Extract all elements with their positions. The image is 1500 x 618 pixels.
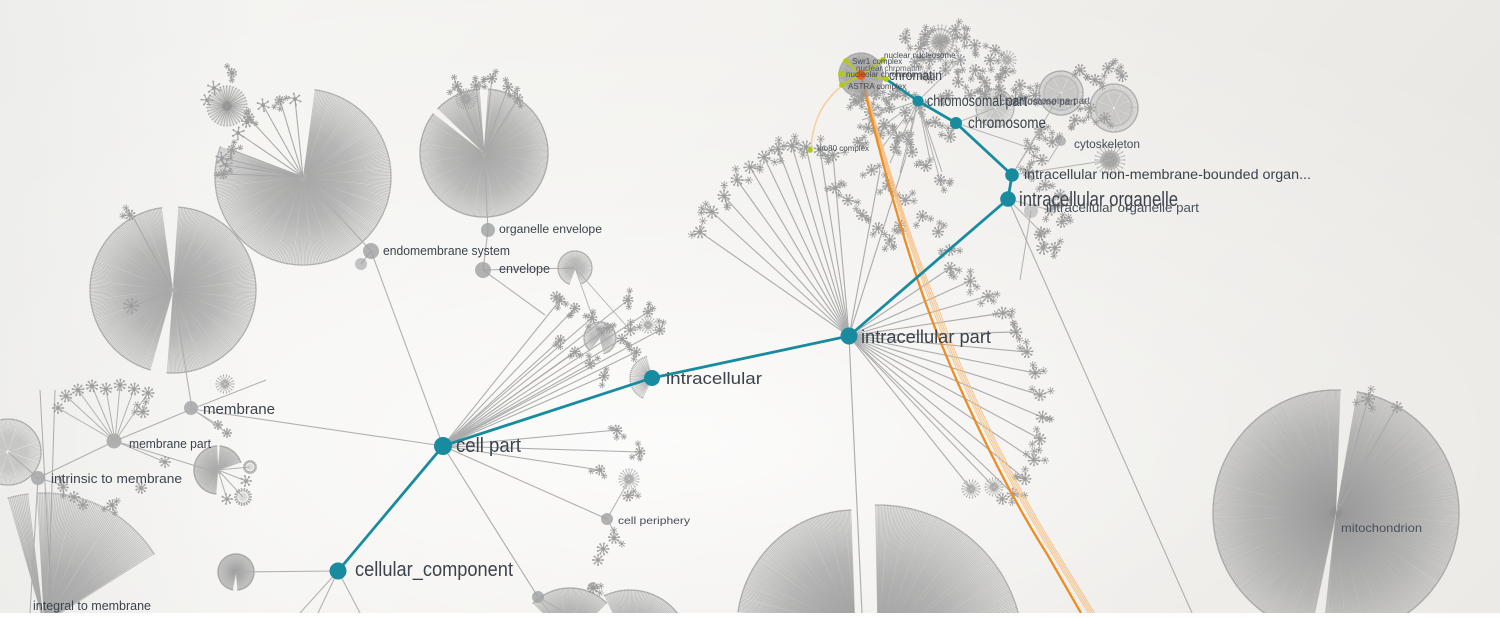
svg-text:nuclear chromatin: nuclear chromatin	[856, 64, 920, 73]
svg-text:endomembrane system: endomembrane system	[383, 243, 510, 258]
svg-text:membrane: membrane	[203, 402, 275, 418]
svg-text:intracellular non-membrane-bou: intracellular non-membrane-bounded organ…	[1024, 166, 1311, 182]
svg-text:Ino80 complex: Ino80 complex	[817, 144, 869, 153]
svg-text:intracellular organelle part: intracellular organelle part	[1046, 201, 1200, 215]
svg-text:membrane part: membrane part	[129, 436, 211, 451]
svg-text:chromosome: chromosome	[968, 115, 1046, 132]
svg-text:cytoskeleton: cytoskeleton	[1074, 139, 1140, 151]
svg-text:intrinsic to membrane: intrinsic to membrane	[51, 472, 182, 486]
svg-text:mitochondrion: mitochondrion	[1341, 521, 1422, 535]
svg-text:organelle envelope: organelle envelope	[499, 224, 602, 236]
svg-text:envelope: envelope	[499, 261, 550, 276]
svg-text:intracellular: intracellular	[666, 369, 762, 388]
svg-text:integral to membrane: integral to membrane	[33, 598, 151, 613]
svg-text:cell part: cell part	[456, 435, 521, 457]
svg-text:intracellular part: intracellular part	[861, 327, 991, 347]
svg-text:cellular_component: cellular_component	[355, 559, 513, 581]
svg-text:chromosome part: chromosome part	[1014, 95, 1090, 107]
svg-text:ASTRA complex: ASTRA complex	[848, 82, 906, 91]
svg-text:cell periphery: cell periphery	[618, 515, 691, 527]
